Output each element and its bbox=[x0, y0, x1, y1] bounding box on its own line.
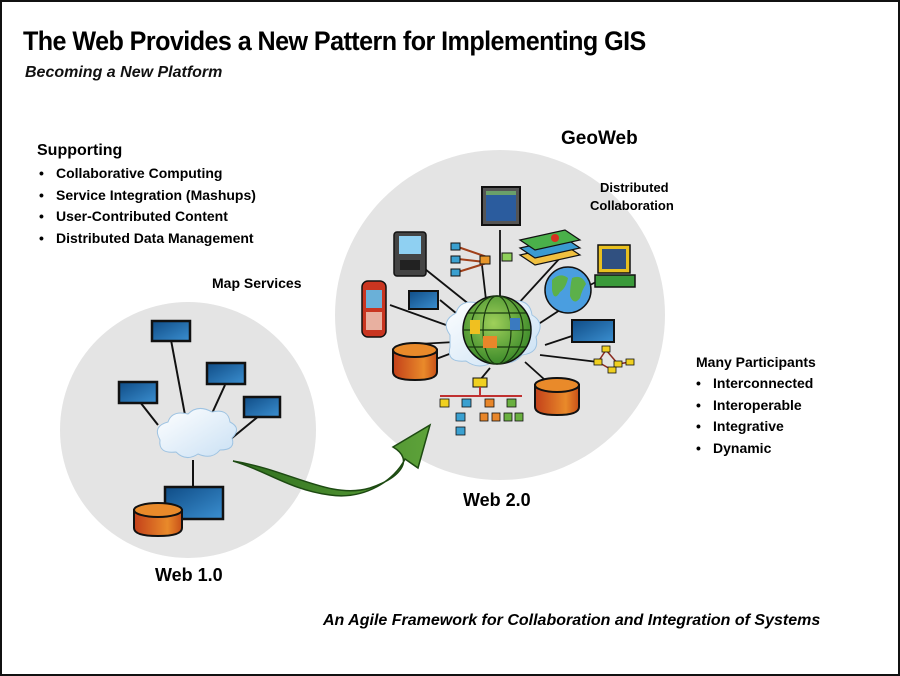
bullet-icon: • bbox=[696, 396, 701, 413]
page-title: The Web Provides a New Pattern for Imple… bbox=[23, 26, 646, 56]
bullet-icon: • bbox=[39, 208, 44, 225]
supporting-list: •Collaborative Computing •Service Integr… bbox=[39, 165, 256, 252]
monitor-icon bbox=[481, 186, 521, 226]
bullet-icon: • bbox=[39, 165, 44, 181]
web2-icons bbox=[361, 186, 636, 436]
map-layers-icon bbox=[518, 229, 582, 266]
cloud-icon bbox=[156, 408, 237, 458]
computer-screen-icon bbox=[242, 395, 282, 419]
bullet-icon: • bbox=[696, 418, 701, 435]
database-icon bbox=[534, 377, 580, 417]
distributed-label-line2: Collaboration bbox=[590, 198, 674, 213]
list-item: •Collaborative Computing bbox=[39, 165, 223, 181]
bullet-icon: • bbox=[696, 375, 701, 391]
computer-screen-icon bbox=[571, 319, 615, 343]
computer-screen-icon bbox=[117, 380, 159, 405]
bullet-icon: • bbox=[39, 230, 44, 247]
bullet-icon: • bbox=[696, 440, 701, 457]
transition-arrow-icon bbox=[232, 423, 432, 497]
handheld-device-icon bbox=[393, 231, 427, 277]
database-icon bbox=[133, 502, 183, 538]
computer-screen-icon bbox=[408, 290, 439, 310]
list-item: •Integrative bbox=[696, 418, 784, 435]
list-item: •Distributed Data Management bbox=[39, 230, 254, 247]
participants-list: •Interconnected •Interoperable •Integrat… bbox=[696, 375, 813, 462]
web1-network bbox=[139, 339, 261, 487]
list-item: •User-Contributed Content bbox=[39, 208, 228, 225]
computer-screen-icon bbox=[205, 361, 247, 386]
page-subtitle: Becoming a New Platform bbox=[25, 64, 223, 81]
bullet-icon: • bbox=[39, 186, 44, 203]
central-globe-icon bbox=[462, 295, 532, 365]
map-services-label: Map Services bbox=[212, 275, 302, 291]
footer-tagline: An Agile Framework for Collaboration and… bbox=[323, 612, 821, 629]
earth-globe-icon bbox=[544, 266, 592, 314]
distributed-label-line1: Distributed bbox=[600, 180, 669, 195]
desktop-computer-icon bbox=[594, 244, 636, 288]
web1-label: Web 1.0 bbox=[155, 565, 223, 585]
mobile-phone-icon bbox=[361, 280, 387, 338]
list-item: •Dynamic bbox=[696, 440, 772, 457]
list-item: •Interoperable bbox=[696, 396, 802, 413]
web2-label: Web 2.0 bbox=[463, 490, 531, 510]
network-topology-icon bbox=[593, 345, 635, 374]
list-item: •Service Integration (Mashups) bbox=[39, 186, 256, 203]
computer-screen-icon bbox=[150, 319, 192, 343]
workflow-diagram-icon bbox=[450, 242, 513, 277]
database-icon bbox=[392, 342, 438, 382]
list-item: •Interconnected bbox=[696, 375, 814, 391]
participants-heading: Many Participants bbox=[696, 354, 816, 370]
geoweb-label: GeoWeb bbox=[561, 128, 638, 149]
supporting-heading: Supporting bbox=[37, 142, 123, 159]
web1-screens bbox=[117, 319, 282, 521]
hierarchy-chart-icon bbox=[439, 377, 524, 436]
